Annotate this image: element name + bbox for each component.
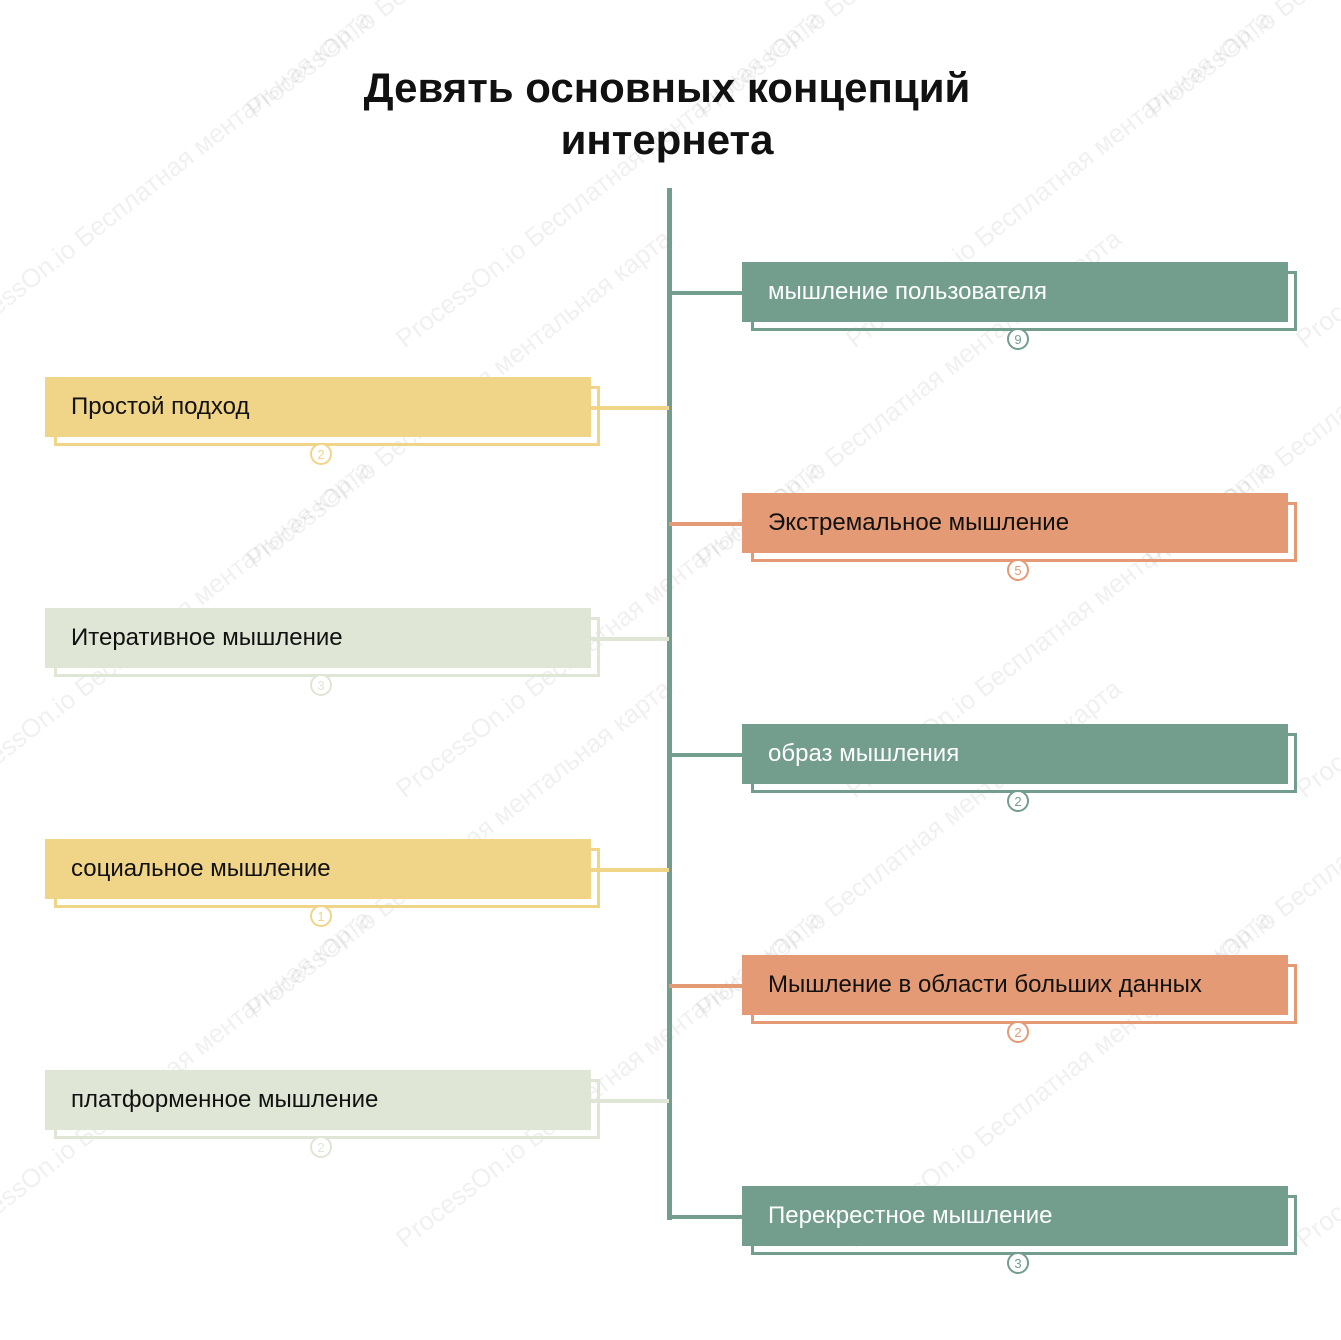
node-label: образ мышления	[742, 724, 1288, 784]
right-branch-connector	[669, 1215, 742, 1219]
left-branch-node[interactable]: Простой подход	[45, 377, 600, 446]
left-branch-node[interactable]: Итеративное мышление	[45, 608, 600, 677]
left-branch-connector	[590, 637, 669, 641]
right-branch-node[interactable]: образ мышления	[742, 724, 1297, 793]
child-count-badge[interactable]: 2	[310, 443, 332, 465]
watermark-text: ProcessOn.io Бесплатная ментальная карта	[1290, 903, 1341, 1254]
child-count-badge[interactable]: 5	[1007, 559, 1029, 581]
title-line-2: интернета	[560, 116, 774, 163]
diagram-title: Девять основных концепций интернета	[0, 62, 1334, 166]
right-branch-connector	[669, 522, 742, 526]
node-label: Мышление в области больших данных	[742, 955, 1288, 1015]
node-label: Итеративное мышление	[45, 608, 591, 668]
left-branch-node[interactable]: социальное мышление	[45, 839, 600, 908]
node-label: Экстремальное мышление	[742, 493, 1288, 553]
child-count-badge[interactable]: 9	[1007, 328, 1029, 350]
watermark-text: ProcessOn.io Бесплатная ментальная карта	[1290, 453, 1341, 804]
right-branch-node[interactable]: Мышление в области больших данных	[742, 955, 1297, 1024]
child-count-badge[interactable]: 3	[310, 674, 332, 696]
left-branch-connector	[590, 406, 669, 410]
title-line-1: Девять основных концепций	[363, 64, 971, 111]
right-branch-node[interactable]: Экстремальное мышление	[742, 493, 1297, 562]
right-branch-connector	[669, 753, 742, 757]
node-label: социальное мышление	[45, 839, 591, 899]
right-branch-connector	[669, 291, 742, 295]
left-branch-connector	[590, 868, 669, 872]
central-trunk-line	[667, 188, 672, 1220]
child-count-badge[interactable]: 2	[1007, 1021, 1029, 1043]
left-branch-node[interactable]: платформенное мышление	[45, 1070, 600, 1139]
child-count-badge[interactable]: 1	[310, 905, 332, 927]
right-branch-connector	[669, 984, 742, 988]
child-count-badge[interactable]: 2	[1007, 790, 1029, 812]
right-branch-node[interactable]: мышление пользователя	[742, 262, 1297, 331]
left-branch-connector	[590, 1099, 669, 1103]
node-label: Перекрестное мышление	[742, 1186, 1288, 1246]
watermark-text: ProcessOn.io Бесплатная ментальная карта	[0, 3, 377, 354]
child-count-badge[interactable]: 3	[1007, 1252, 1029, 1274]
child-count-badge[interactable]: 2	[310, 1136, 332, 1158]
node-label: Простой подход	[45, 377, 591, 437]
watermark-text: ProcessOn.io Бесплатная ментальная карта	[1290, 3, 1341, 354]
node-label: мышление пользователя	[742, 262, 1288, 322]
right-branch-node[interactable]: Перекрестное мышление	[742, 1186, 1297, 1255]
node-label: платформенное мышление	[45, 1070, 591, 1130]
